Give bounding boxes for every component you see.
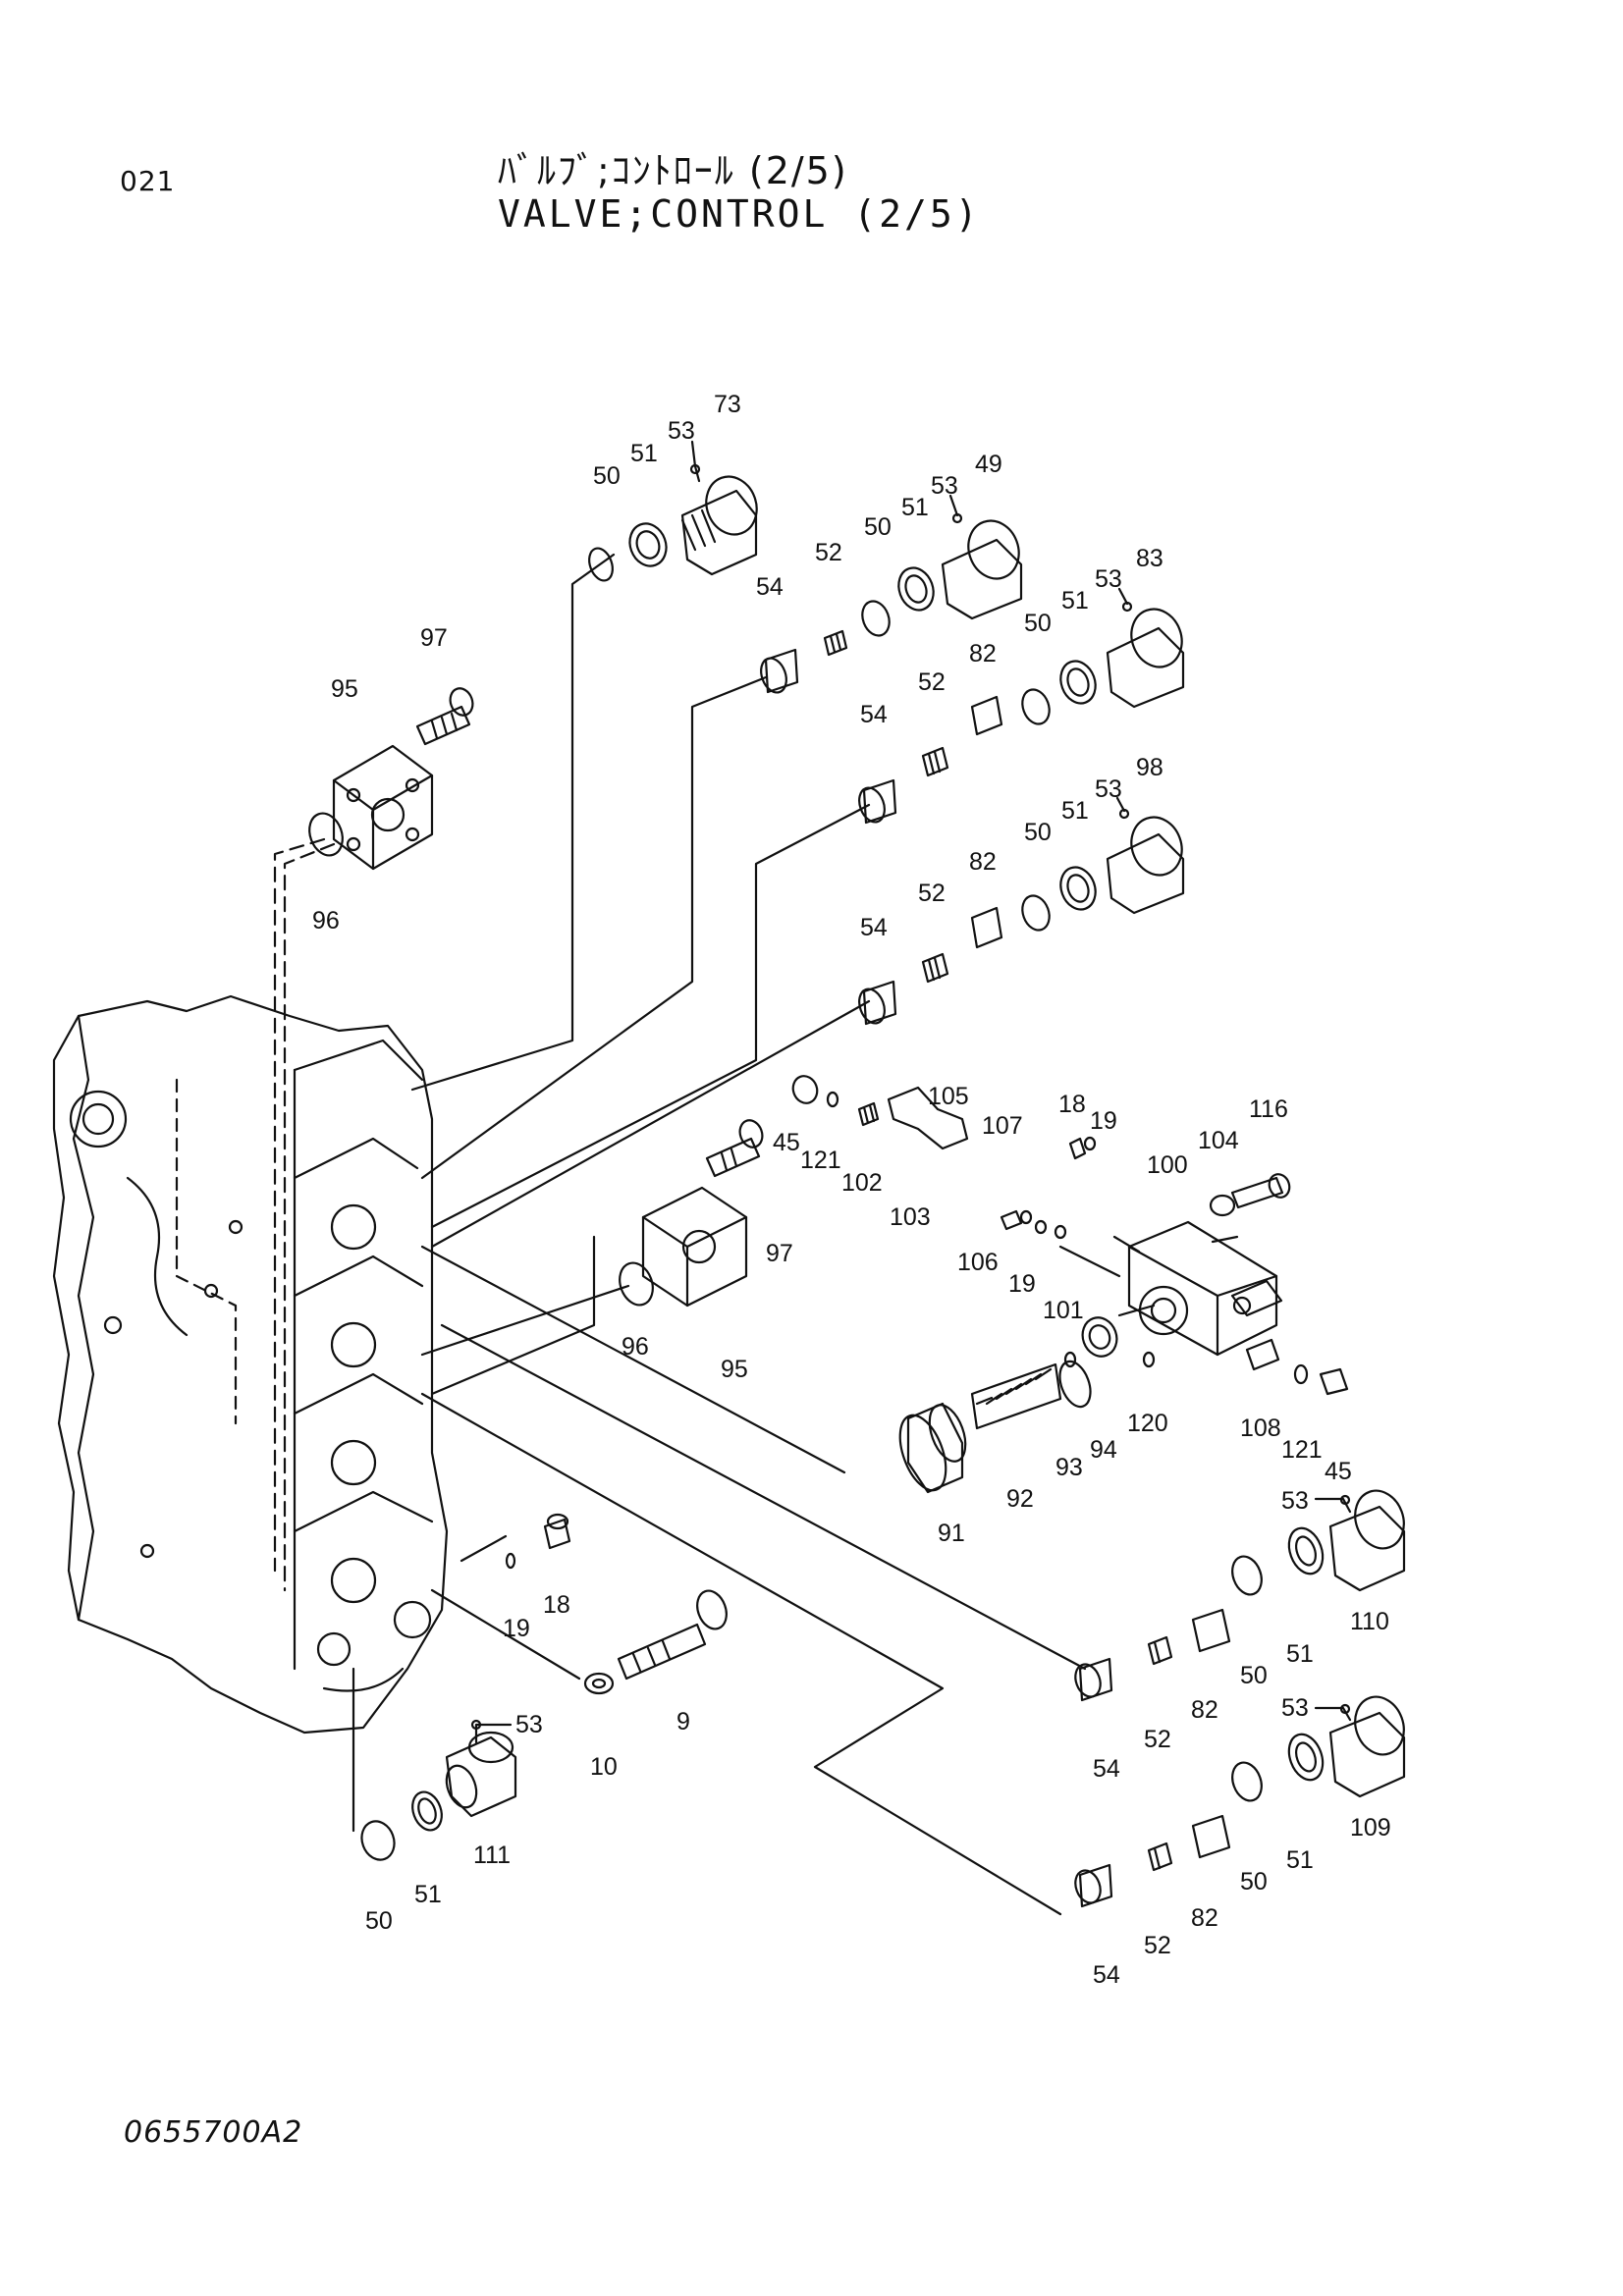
callout-108: 108 [1240, 1415, 1281, 1442]
title-japanese: ﾊﾞﾙﾌﾞ;ｺﾝﾄﾛｰﾙ (2/5) [498, 149, 848, 192]
callout-50: 50 [1024, 610, 1052, 637]
callout-52: 52 [918, 668, 946, 696]
callout-10: 10 [590, 1753, 618, 1781]
plug-109-group [1074, 1695, 1406, 1908]
callout-93: 93 [1055, 1454, 1083, 1481]
callout-53: 53 [1281, 1694, 1309, 1722]
plug-110-group [1074, 1489, 1406, 1702]
callout-103: 103 [890, 1203, 931, 1231]
callout-98: 98 [1136, 754, 1163, 781]
callout-51: 51 [901, 494, 929, 521]
callout-54: 54 [1093, 1755, 1120, 1783]
relief-valve-group [1000, 1136, 1349, 1396]
callout-104: 104 [1198, 1127, 1239, 1154]
callout-19: 19 [1090, 1107, 1117, 1135]
callout-105: 105 [928, 1083, 969, 1110]
callout-54: 54 [860, 701, 888, 728]
callout-54: 54 [860, 914, 888, 941]
callout-82: 82 [1191, 1904, 1218, 1932]
callout-52: 52 [1144, 1932, 1171, 1959]
callout-52: 52 [1144, 1726, 1171, 1753]
callout-51: 51 [1061, 797, 1089, 825]
callout-53: 53 [1095, 775, 1122, 803]
plug-98-group [1021, 816, 1185, 932]
pilot-parts-102-107 [791, 1075, 969, 1150]
callout-110: 110 [1350, 1608, 1389, 1635]
callout-50: 50 [864, 513, 892, 541]
callout-51: 51 [1286, 1640, 1314, 1668]
callout-92: 92 [1006, 1485, 1034, 1513]
callout-82: 82 [969, 848, 997, 876]
plug-73-group [588, 475, 758, 582]
poppet-row-1 [760, 629, 848, 694]
flange-95-lower [619, 1119, 764, 1308]
leader-lines [273, 553, 1156, 1916]
callout-19: 19 [503, 1615, 530, 1642]
callout-51: 51 [1061, 587, 1089, 614]
callout-91: 91 [938, 1520, 965, 1547]
callout-50: 50 [1240, 1868, 1268, 1896]
callout-53: 53 [668, 417, 695, 445]
callout-96: 96 [312, 907, 340, 934]
callout-109: 109 [1350, 1814, 1391, 1842]
callout-53: 53 [931, 472, 958, 500]
callout-53: 53 [1095, 565, 1122, 593]
callout-97: 97 [420, 624, 448, 652]
callout-labels: 73 53 51 50 49 53 51 50 52 54 83 53 51 5… [312, 391, 1391, 1989]
callout-52: 52 [815, 539, 842, 566]
callout-95: 95 [331, 675, 358, 703]
callout-19: 19 [1008, 1270, 1036, 1298]
callout-102: 102 [841, 1169, 883, 1197]
page-number: 021 [120, 165, 176, 197]
callout-51: 51 [630, 440, 658, 467]
callout-54: 54 [756, 573, 784, 601]
poppet-row-3 [858, 906, 1003, 1026]
callout-53: 53 [1281, 1487, 1309, 1515]
callout-51: 51 [414, 1881, 442, 1908]
callout-82: 82 [1191, 1696, 1218, 1724]
callout-50: 50 [365, 1907, 393, 1935]
callout-49: 49 [975, 451, 1002, 478]
callout-95: 95 [721, 1356, 748, 1383]
callout-50: 50 [1024, 819, 1052, 846]
flange-95-top [308, 687, 474, 871]
callout-101: 101 [1043, 1297, 1084, 1324]
piston-91-group [898, 1360, 1092, 1494]
callout-120: 120 [1127, 1410, 1168, 1437]
callout-116: 116 [1249, 1095, 1288, 1123]
callout-51: 51 [1286, 1846, 1314, 1874]
callout-96: 96 [622, 1333, 649, 1361]
callout-18: 18 [543, 1591, 570, 1619]
callout-50: 50 [593, 462, 621, 490]
drawing-number: 0655700A2 [124, 2115, 303, 2150]
callout-50: 50 [1240, 1662, 1268, 1689]
valve-body [52, 994, 449, 1735]
callout-45: 45 [1325, 1458, 1352, 1485]
callout-83: 83 [1136, 545, 1163, 572]
callout-121: 121 [800, 1147, 841, 1174]
poppet-row-2 [858, 695, 1003, 825]
callout-94: 94 [1090, 1436, 1117, 1464]
title-english: VALVE;CONTROL (2/5) [498, 192, 981, 236]
callout-121: 121 [1281, 1436, 1323, 1464]
plug-83-group [1021, 608, 1185, 725]
callout-97: 97 [766, 1240, 793, 1267]
bolt-9-group [583, 1589, 728, 1695]
callout-52: 52 [918, 880, 946, 907]
callout-82: 82 [969, 640, 997, 667]
plug-111-group [360, 1513, 571, 1861]
callout-54: 54 [1093, 1961, 1120, 1989]
callout-107: 107 [982, 1112, 1023, 1140]
callout-73: 73 [714, 391, 741, 418]
callout-100: 100 [1147, 1151, 1188, 1179]
callout-106: 106 [957, 1249, 999, 1276]
callout-111: 111 [473, 1842, 511, 1869]
callout-53: 53 [515, 1711, 543, 1738]
callout-18: 18 [1058, 1091, 1086, 1118]
callout-53-ticks [470, 440, 1352, 1744]
callout-9: 9 [676, 1708, 690, 1735]
callout-45: 45 [773, 1129, 800, 1156]
plug-49-group [861, 519, 1023, 637]
